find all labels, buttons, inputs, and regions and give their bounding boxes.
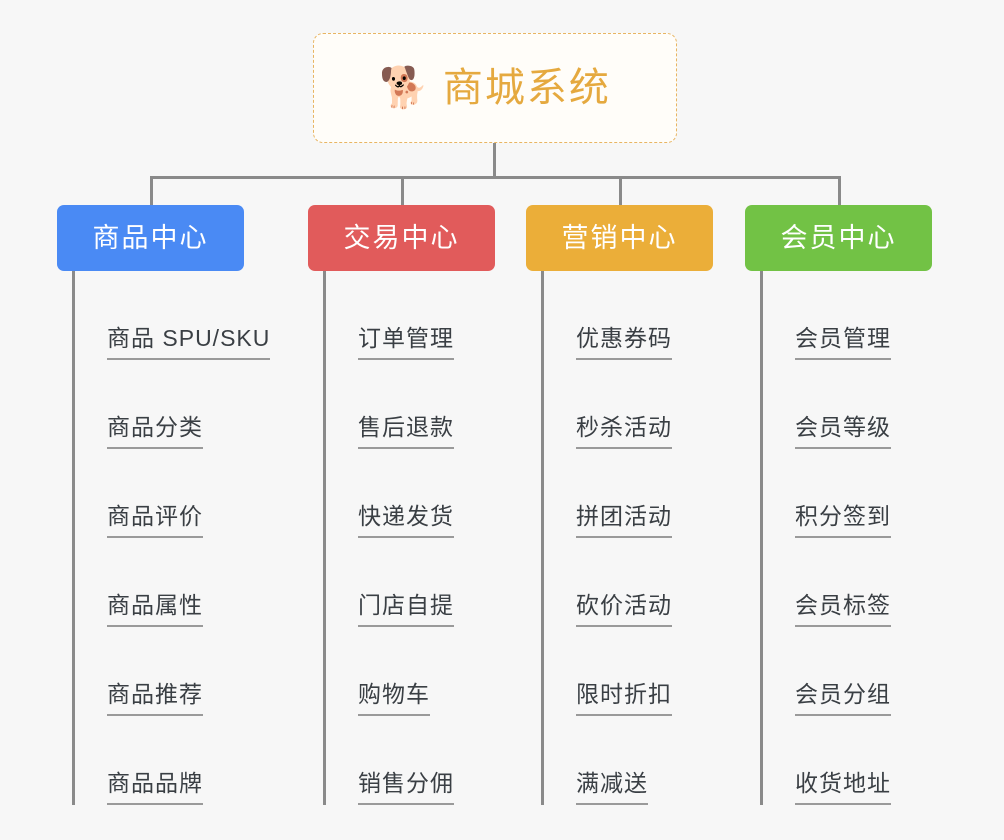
branch-node-4[interactable]: 会员中心 [745, 205, 932, 271]
connector-horizontal-bus [150, 176, 838, 179]
connector-root-stem [493, 143, 496, 178]
connector-drop-2 [401, 176, 404, 206]
branch-label: 商品中心 [92, 222, 209, 253]
leaf-item-label: 售后退款 [358, 416, 454, 449]
leaf-column-1: 商品 SPU/SKU 商品分类商品评价商品属性商品推荐商品品牌 [72, 271, 271, 805]
leaf-item[interactable]: 销售分佣 [326, 716, 454, 805]
connector-drop-3 [619, 176, 622, 206]
shiba-dog-face-icon: 🐕 [379, 66, 429, 110]
leaf-item-label: 商品品牌 [107, 772, 203, 805]
leaf-item-label: 会员等级 [795, 416, 891, 449]
leaf-item[interactable]: 会员等级 [763, 360, 891, 449]
leaf-item[interactable]: 拼团活动 [544, 449, 672, 538]
leaf-item-label: 商品 SPU/SKU [107, 327, 271, 360]
branch-label: 营销中心 [561, 222, 678, 253]
leaf-item-label: 会员标签 [795, 594, 891, 627]
leaf-item-label: 限时折扣 [576, 683, 672, 716]
leaf-item-label: 满减送 [576, 772, 648, 805]
root-node[interactable]: 🐕 商城系统 [313, 33, 677, 143]
leaf-item-label: 收货地址 [795, 772, 891, 805]
connector-drop-1 [150, 176, 153, 206]
leaf-item-label: 秒杀活动 [576, 416, 672, 449]
leaf-item[interactable]: 购物车 [326, 627, 454, 716]
leaf-item[interactable]: 收货地址 [763, 716, 891, 805]
leaf-item-label: 商品评价 [107, 505, 203, 538]
leaf-item-label: 销售分佣 [358, 772, 454, 805]
branch-label: 交易中心 [343, 222, 460, 253]
leaf-item[interactable]: 优惠券码 [544, 271, 672, 360]
leaf-item[interactable]: 积分签到 [763, 449, 891, 538]
leaf-item[interactable]: 商品 SPU/SKU [75, 271, 271, 360]
leaf-column-4: 会员管理会员等级积分签到会员标签会员分组收货地址 [760, 271, 891, 805]
leaf-item-label: 会员管理 [795, 327, 891, 360]
leaf-item[interactable]: 限时折扣 [544, 627, 672, 716]
leaf-item[interactable]: 商品品牌 [75, 716, 270, 805]
leaf-item[interactable]: 满减送 [544, 716, 672, 805]
leaf-item[interactable]: 商品评价 [75, 449, 270, 538]
leaf-item[interactable]: 售后退款 [326, 360, 454, 449]
leaf-item[interactable]: 商品分类 [75, 360, 270, 449]
connector-drop-4 [838, 176, 841, 206]
leaf-item[interactable]: 会员分组 [763, 627, 891, 716]
leaf-item-label: 商品属性 [107, 594, 203, 627]
leaf-item-label: 快递发货 [358, 505, 454, 538]
leaf-item-label: 订单管理 [358, 327, 454, 360]
leaf-item[interactable]: 订单管理 [326, 271, 454, 360]
branch-node-1[interactable]: 商品中心 [57, 205, 244, 271]
leaf-item[interactable]: 会员标签 [763, 538, 891, 627]
leaf-item[interactable]: 砍价活动 [544, 538, 672, 627]
leaf-item-label: 门店自提 [358, 594, 454, 627]
leaf-item-label: 优惠券码 [576, 327, 672, 360]
leaf-item[interactable]: 商品推荐 [75, 627, 270, 716]
branch-label: 会员中心 [780, 222, 897, 253]
leaf-item[interactable]: 商品属性 [75, 538, 270, 627]
leaf-column-3: 优惠券码秒杀活动拼团活动砍价活动限时折扣满减送 [541, 271, 672, 805]
branch-node-2[interactable]: 交易中心 [308, 205, 495, 271]
leaf-item-label: 商品分类 [107, 416, 203, 449]
leaf-item-label: 购物车 [358, 683, 430, 716]
leaf-item[interactable]: 快递发货 [326, 449, 454, 538]
leaf-item[interactable]: 门店自提 [326, 538, 454, 627]
leaf-item-label: 拼团活动 [576, 505, 672, 538]
root-title: 商城系统 [442, 66, 611, 110]
leaf-item[interactable]: 秒杀活动 [544, 360, 672, 449]
leaf-column-2: 订单管理售后退款快递发货门店自提购物车销售分佣 [323, 271, 454, 805]
leaf-item-label: 会员分组 [795, 683, 891, 716]
branch-node-3[interactable]: 营销中心 [526, 205, 713, 271]
leaf-item-label: 砍价活动 [576, 594, 672, 627]
leaf-item-label: 积分签到 [795, 505, 891, 538]
leaf-item[interactable]: 会员管理 [763, 271, 891, 360]
leaf-item-label: 商品推荐 [107, 683, 203, 716]
